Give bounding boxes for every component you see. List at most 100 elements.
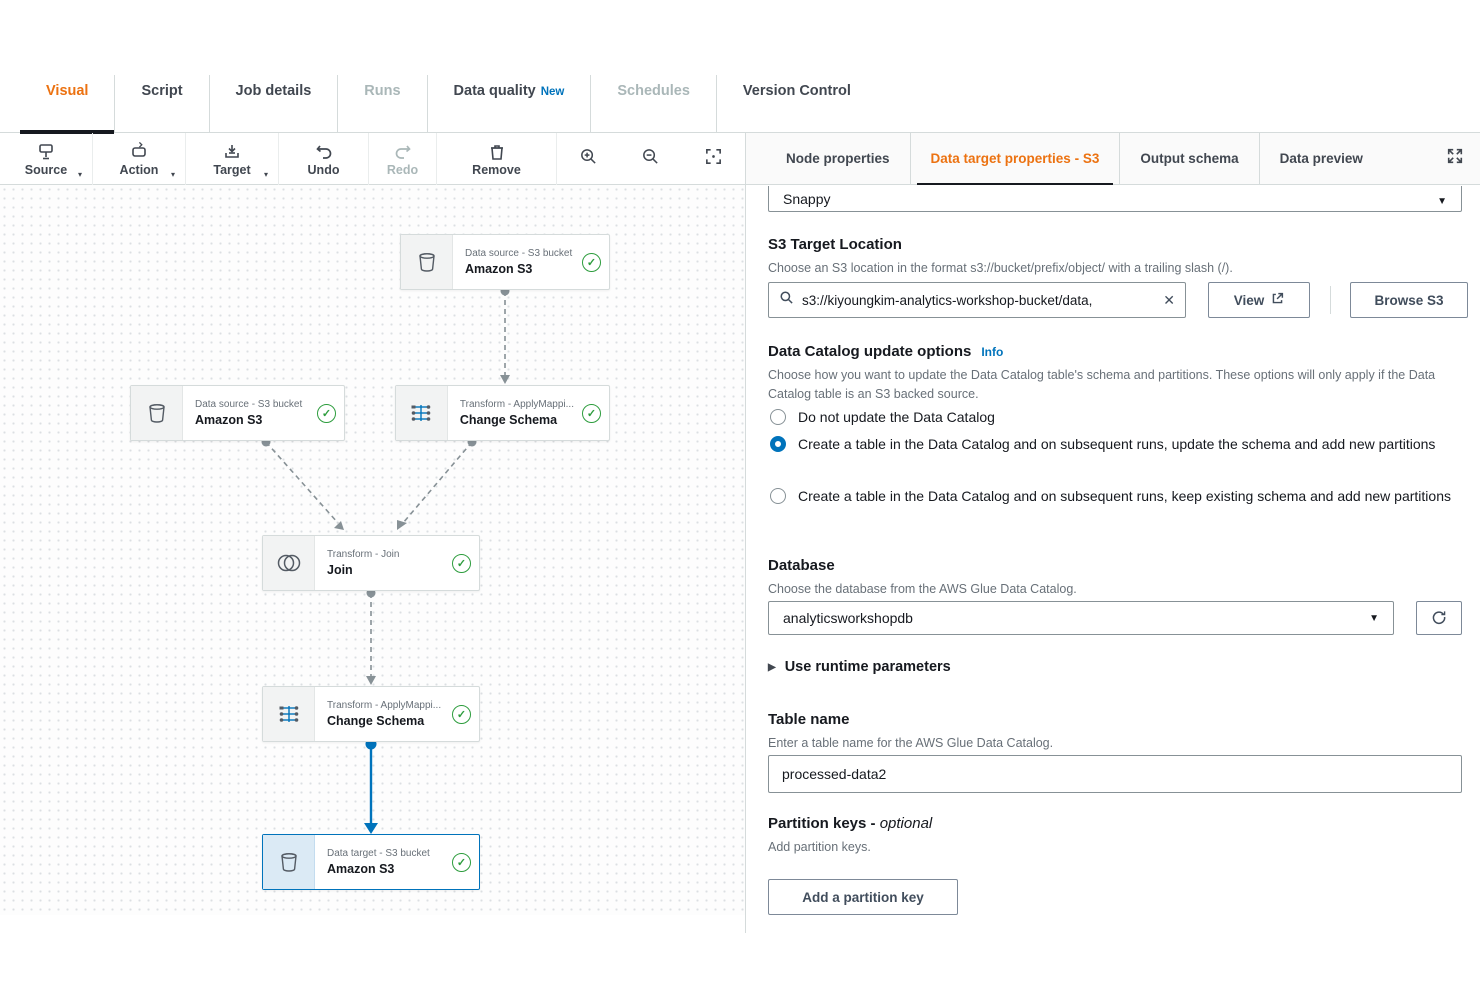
tab-version-control[interactable]: Version Control: [742, 83, 851, 99]
tab-job-details[interactable]: Job details: [210, 75, 339, 132]
zoom-tools: [557, 133, 745, 184]
tab-node-properties[interactable]: Node properties: [766, 132, 911, 185]
expand-panel-icon[interactable]: [1446, 147, 1464, 170]
s3-bucket-icon: [131, 386, 183, 440]
redo-icon: [393, 142, 413, 162]
refresh-button[interactable]: [1416, 601, 1462, 635]
node-type-label: Data target - S3 bucket: [327, 848, 430, 859]
browse-s3-button[interactable]: Browse S3: [1350, 282, 1468, 318]
edge-source-top-to-changeschema[interactable]: [500, 286, 510, 385]
job-canvas[interactable]: Data source - S3 bucket Amazon S3 ✓ Data…: [0, 185, 745, 915]
chevron-down-icon: ▼: [1437, 196, 1447, 207]
join-icon: [263, 536, 315, 590]
tab-data-preview[interactable]: Data preview: [1279, 151, 1363, 166]
refresh-icon: [1431, 609, 1447, 628]
panel-tab-bar: Node properties Data target properties -…: [746, 132, 1480, 187]
chevron-down-icon: ▾: [170, 170, 175, 179]
target-button[interactable]: Target ▾: [186, 133, 279, 185]
edge-changeschema-to-join[interactable]: [397, 437, 477, 531]
node-name-label: Change Schema: [459, 413, 558, 427]
apply-mapping-icon: [263, 687, 315, 741]
chevron-down-icon: ▼: [1369, 612, 1379, 624]
radio-create-update-schema[interactable]: Create a table in the Data Catalog and o…: [770, 434, 1460, 455]
action-button[interactable]: Action ▾: [93, 133, 186, 185]
properties-panel: Node properties Data target properties -…: [745, 132, 1480, 933]
node-name-label: Amazon S3: [465, 262, 533, 276]
zoom-out-icon[interactable]: [641, 147, 660, 171]
tab-script[interactable]: Script: [115, 75, 210, 132]
s3-location-input[interactable]: [802, 292, 1156, 308]
partition-keys-desc: Add partition keys.: [768, 840, 871, 854]
compression-select[interactable]: Snappy ▼: [768, 186, 1462, 212]
compression-select-clip: Snappy ▼: [768, 186, 1462, 213]
source-button[interactable]: Source ▾: [0, 133, 93, 185]
node-data-source-left[interactable]: Data source - S3 bucket Amazon S3 ✓: [130, 385, 345, 441]
add-partition-key-button[interactable]: Add a partition key: [768, 879, 958, 915]
tab-output-schema[interactable]: Output schema: [1120, 132, 1260, 185]
canvas-toolbar: Source ▾ Action ▾ Target ▾ Undo Redo Rem…: [0, 133, 745, 185]
valid-check-icon: ✓: [317, 403, 336, 423]
radio-create-keep-schema[interactable]: Create a table in the Data Catalog and o…: [770, 486, 1460, 507]
source-node-icon: [36, 142, 56, 162]
valid-check-icon: ✓: [452, 704, 471, 724]
triangle-right-icon: ▶: [768, 661, 776, 673]
undo-icon: [314, 142, 334, 162]
clear-input-icon[interactable]: ✕: [1163, 291, 1175, 308]
node-name-label: Change Schema: [327, 714, 425, 728]
chevron-down-icon: ▾: [77, 170, 82, 179]
radio-do-not-update[interactable]: Do not update the Data Catalog: [770, 407, 1460, 428]
database-desc: Choose the database from the AWS Glue Da…: [768, 582, 1077, 596]
node-change-schema-lower[interactable]: Transform - ApplyMappi... Change Schema …: [262, 686, 480, 742]
tab-runs[interactable]: Runs: [338, 75, 428, 132]
info-link[interactable]: Info: [981, 344, 1004, 359]
node-type-label: Data source - S3 bucket: [195, 399, 303, 410]
view-button[interactable]: View: [1208, 282, 1310, 318]
edge-source-left-to-join[interactable]: [261, 437, 345, 531]
edge-join-to-changeschema[interactable]: [366, 588, 376, 686]
node-data-source-top[interactable]: Data source - S3 bucket Amazon S3 ✓: [400, 234, 610, 290]
zoom-in-icon[interactable]: [579, 147, 598, 171]
data-catalog-options-header: Data Catalog update options Info: [768, 343, 1003, 360]
divider: [1330, 286, 1331, 314]
node-type-label: Transform - ApplyMappi...: [327, 700, 442, 711]
runtime-parameters-expander[interactable]: ▶ Use runtime parameters: [768, 659, 951, 675]
node-type-label: Transform - ApplyMappi...: [459, 399, 574, 410]
node-name-label: Join: [327, 563, 353, 577]
action-node-icon: [129, 141, 149, 162]
node-data-target[interactable]: Data target - S3 bucket Amazon S3 ✓: [262, 834, 480, 890]
database-row: analyticsworkshopdb ▼: [768, 601, 1468, 637]
data-catalog-options-desc: Choose how you want to update the Data C…: [768, 368, 1436, 402]
table-name-desc: Enter a table name for the AWS Glue Data…: [768, 736, 1054, 750]
tab-schedules[interactable]: Schedules: [591, 75, 717, 132]
s3-target-location-desc: Choose an S3 location in the format s3:/…: [768, 261, 1233, 275]
target-node-icon: [222, 142, 242, 162]
node-join[interactable]: Transform - Join Join ✓: [262, 535, 480, 591]
trash-icon: [487, 142, 507, 162]
remove-button[interactable]: Remove: [437, 133, 557, 185]
fit-to-screen-icon[interactable]: [704, 147, 723, 171]
tab-data-target-properties[interactable]: Data target properties - S3: [911, 132, 1121, 187]
table-name-input[interactable]: [768, 755, 1462, 793]
search-icon: [779, 290, 794, 310]
node-change-schema-upper[interactable]: Transform - ApplyMappi... Change Schema …: [395, 385, 610, 441]
apply-mapping-icon: [396, 386, 448, 440]
partition-keys-label: Partition keys - optional: [768, 815, 933, 832]
node-type-label: Transform - Join: [327, 549, 400, 560]
radio-unchecked-icon: [770, 488, 786, 504]
new-badge: New: [540, 86, 565, 98]
undo-button[interactable]: Undo: [279, 133, 369, 185]
radio-unchecked-icon: [770, 409, 786, 425]
table-name-label: Table name: [768, 711, 850, 728]
job-tab-bar: Visual Script Job details Runs Data qual…: [0, 75, 1480, 134]
node-type-label: Data source - S3 bucket: [465, 248, 573, 259]
edge-changeschema-to-target-selected[interactable]: [364, 738, 378, 835]
external-link-icon: [1271, 292, 1284, 308]
redo-button[interactable]: Redo: [369, 133, 437, 185]
panel-content: Snappy ▼ S3 Target Location Choose an S3…: [746, 185, 1480, 933]
database-select[interactable]: analyticsworkshopdb ▼: [768, 601, 1394, 635]
tab-visual[interactable]: Visual: [20, 75, 116, 134]
valid-check-icon: ✓: [582, 252, 601, 272]
valid-check-icon: ✓: [582, 403, 601, 423]
